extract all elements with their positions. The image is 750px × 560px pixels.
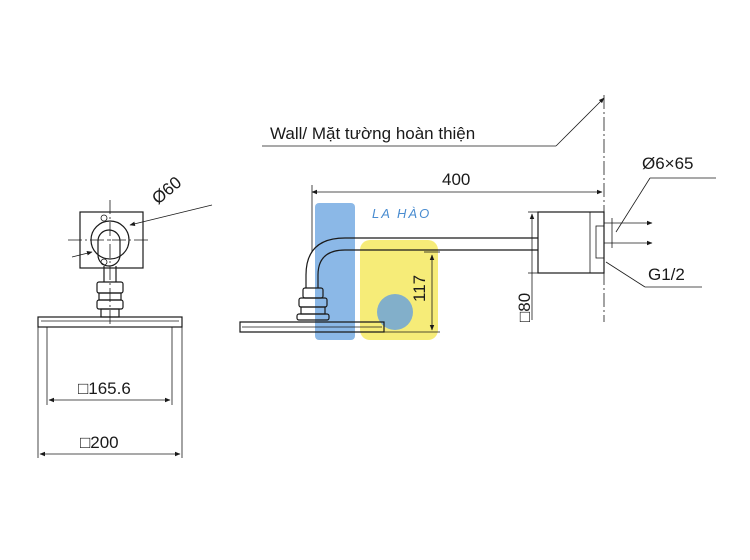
wall-label: Wall/ Mặt tường hoàn thiện	[270, 124, 475, 143]
watermark-text: LA HÀO	[372, 206, 431, 221]
dim-200-label: □200	[80, 433, 119, 452]
watermark-blue-bar	[315, 203, 355, 340]
dim-165-6-label: □165.6	[78, 379, 131, 398]
front-view: □165.6 □200 Ø60	[37, 173, 213, 458]
shower-head-side	[239, 321, 385, 333]
dim-d6x65-label: Ø6×65	[642, 154, 694, 173]
dim-d60-label: Ø60	[148, 173, 185, 208]
dim-80-label: □80	[515, 293, 534, 322]
watermark-logo: LA HÀO	[315, 203, 438, 340]
shower-head-plate	[37, 316, 183, 328]
side-view: Wall/ Mặt tường hoàn thiện 400 Ø6×65 G1/…	[239, 95, 716, 333]
dim-g12-label: G1/2	[648, 265, 685, 284]
dim-400-label: 400	[442, 170, 470, 189]
dim-117-label: 117	[410, 275, 429, 302]
wall-flange-square	[79, 211, 144, 269]
watermark-blue-dot	[377, 294, 413, 330]
wall-flange-side	[537, 211, 605, 274]
